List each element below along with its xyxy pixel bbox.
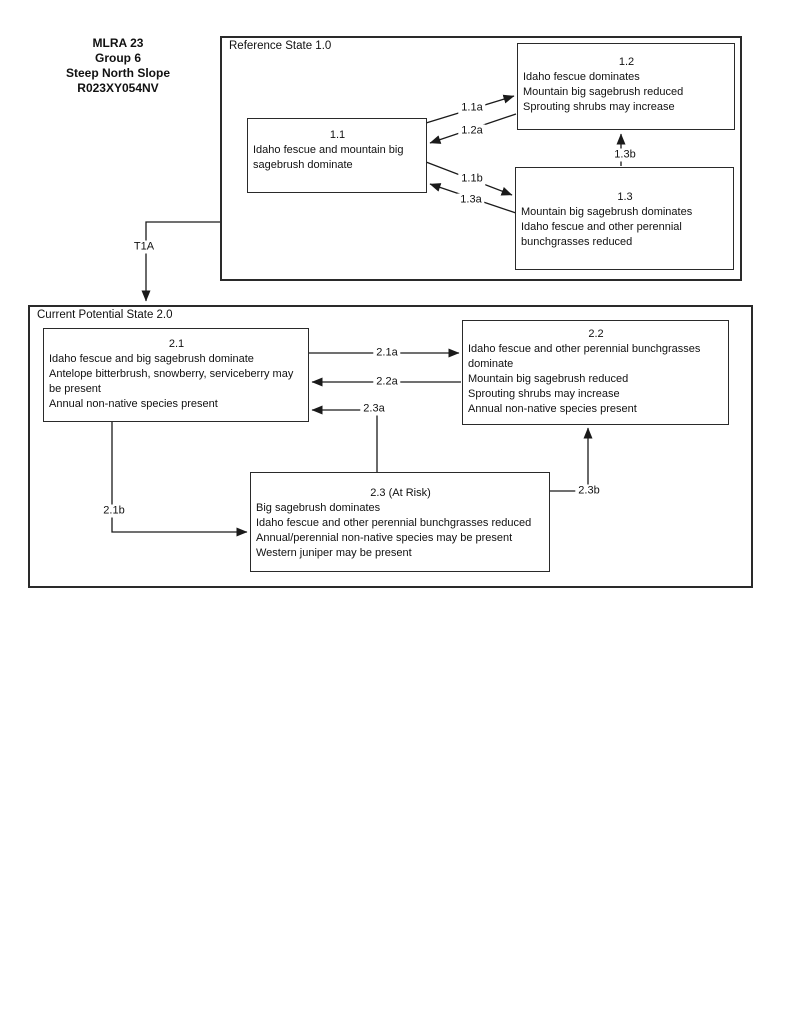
community-description-line: Western juniper may be present <box>256 547 412 559</box>
site-title-line: R023XY054NV <box>77 81 159 95</box>
community-description-line: Big sagebrush dominates <box>256 502 381 514</box>
community-title: 2.3 (At Risk) <box>370 487 431 499</box>
current-potential-state-label: Current Potential State 2.0 <box>35 309 175 321</box>
transition-line-2-1b <box>111 422 248 537</box>
community-title: 2.2 <box>588 328 604 340</box>
site-title-line: MLRA 23 <box>92 36 144 50</box>
reference-state-label: Reference State 1.0 <box>227 40 334 52</box>
transition-label-2-3a: 2.3a <box>360 402 388 416</box>
transition-label-t1a: T1A <box>130 240 158 254</box>
community-description-line: Mountain big sagebrush dominates <box>521 206 693 218</box>
transition-label-2-2a: 2.2a <box>373 375 401 389</box>
community-description-line: Idaho fescue and big sagebrush dominate <box>49 353 254 365</box>
community-description-line: Idaho fescue dominates <box>523 71 640 83</box>
community-description-line: Idaho fescue and other perennial bunchgr… <box>468 343 701 370</box>
transition-label-2-1b: 2.1b <box>100 504 128 518</box>
community-title: 1.1 <box>329 129 346 141</box>
transition-label-1-3b: 1.3b <box>611 148 639 162</box>
transition-label-1-2a: 1.2a <box>458 124 486 138</box>
community-box-1-3: 1.3 Mountain big sagebrush dominates Ida… <box>515 167 734 270</box>
community-box-2-2: 2.2 Idaho fescue and other perennial bun… <box>462 320 729 425</box>
community-box-2-1: 2.1 Idaho fescue and big sagebrush domin… <box>43 328 309 422</box>
community-description-line: Sprouting shrubs may increase <box>523 101 675 113</box>
transition-label-1-1b: 1.1b <box>458 172 486 186</box>
community-description-line: Idaho fescue and other perennial bunchgr… <box>521 221 682 248</box>
transition-label-1-1a: 1.1a <box>458 101 486 115</box>
community-box-1-1: 1.1 Idaho fescue and mountain big sagebr… <box>247 118 427 193</box>
community-description-line: Mountain big sagebrush reduced <box>468 373 629 385</box>
community-title: 1.2 <box>618 56 635 68</box>
community-box-1-2: 1.2 Idaho fescue dominates Mountain big … <box>517 43 735 130</box>
community-description-line: Annual/perennial non-native species may … <box>256 532 513 544</box>
transition-line-t1a <box>141 221 220 302</box>
community-description-line: Sprouting shrubs may increase <box>468 388 620 400</box>
reference-state-box: Reference State 1.0 <box>220 36 742 281</box>
current-potential-state-box: Current Potential State 2.0 <box>28 305 753 588</box>
site-title-line: Steep North Slope <box>65 66 170 80</box>
transition-label-1-3a: 1.3a <box>457 193 485 207</box>
site-title-block: MLRA 23 Group 6 Steep North Slope R023XY… <box>28 36 208 96</box>
community-title: 1.3 <box>617 191 633 203</box>
transition-label-2-1a: 2.1a <box>373 346 401 360</box>
transition-label-2-3b: 2.3b <box>575 484 603 498</box>
community-description-line: Idaho fescue and mountain big sagebrush … <box>253 144 404 171</box>
site-title-line: Group 6 <box>94 51 141 65</box>
community-box-2-3: 2.3 (At Risk) Big sagebrush dominates Id… <box>250 472 550 572</box>
community-description-line: Idaho fescue and other perennial bunchgr… <box>256 517 532 529</box>
community-description-line: Annual non-native species present <box>468 403 637 415</box>
community-description-line: Mountain big sagebrush reduced <box>523 86 684 98</box>
community-description-line: Antelope bitterbrush, snowberry, service… <box>49 368 294 395</box>
community-title: 2.1 <box>168 338 185 350</box>
community-description-line: Annual non-native species present <box>49 398 218 410</box>
